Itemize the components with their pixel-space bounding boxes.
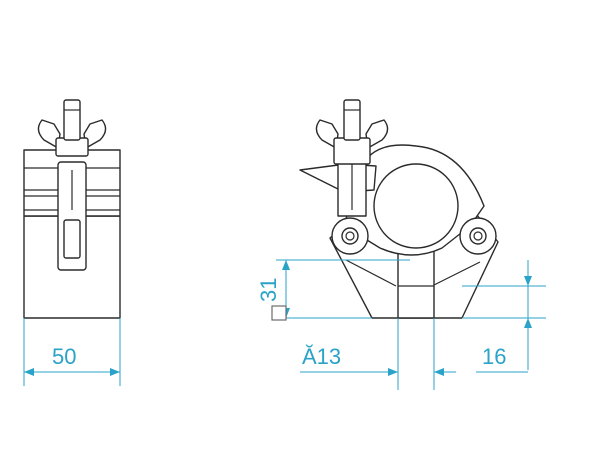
dimension-height-label: 31 [256,278,281,302]
side-view [23,99,121,319]
front-bolt-tip [343,99,361,141]
front-ring-bore [373,163,459,249]
dimension-height: 31 [256,259,410,321]
dimension-marker [271,305,287,321]
front-stem [397,245,435,319]
front-wing-nut [315,119,339,149]
dimension-width-label: 50 [52,344,76,369]
front-view [299,99,499,319]
dimension-diameter: Ă13 [300,318,456,390]
side-bolt-tip [63,99,81,141]
dimension-diameter-label: Ă13 [302,344,341,369]
side-wing-nut [37,119,61,149]
dimension-offset: 16 [462,260,546,373]
dimension-width: 50 [23,318,121,386]
dimension-offset-label: 16 [482,344,506,369]
